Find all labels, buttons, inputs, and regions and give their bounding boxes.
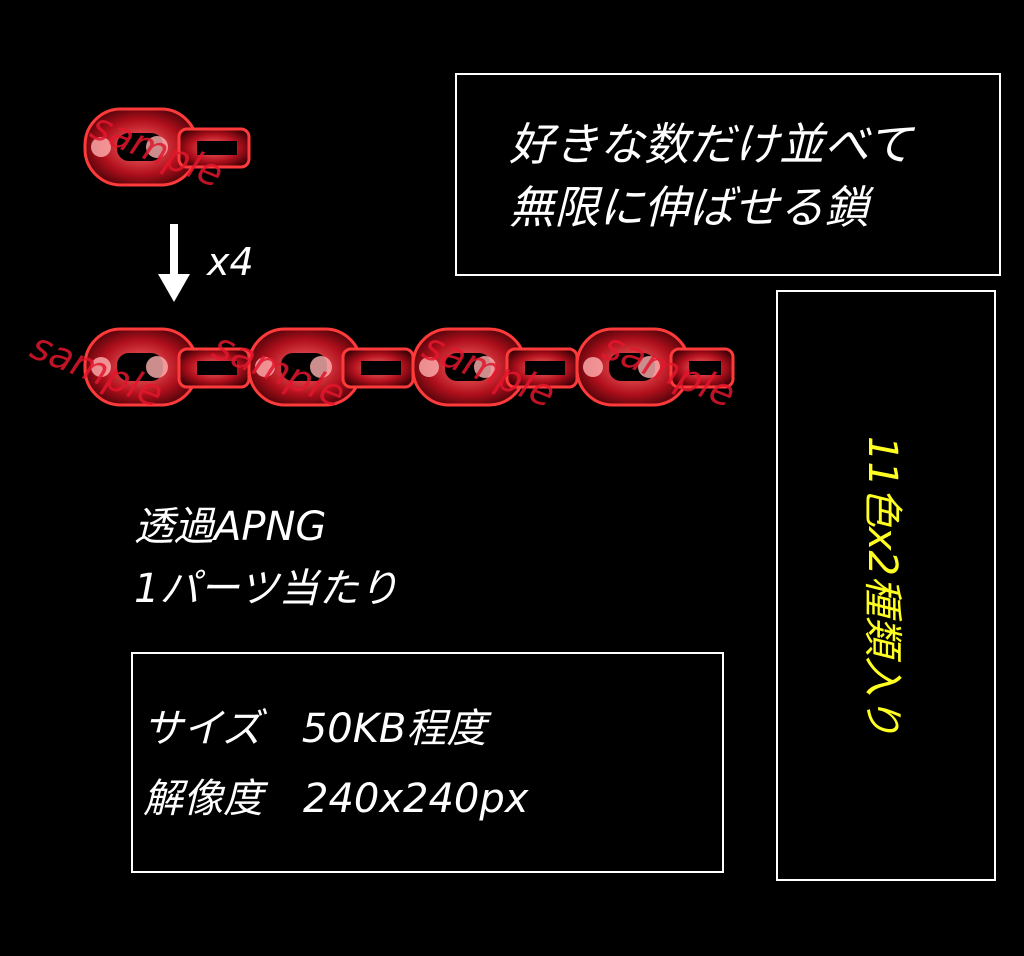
variants-text: 11色x2種類入り xyxy=(859,435,905,736)
chain-part-preview xyxy=(83,107,251,187)
format-info: 透過APNG 1パーツ当たり xyxy=(134,496,399,620)
spec-box: サイズ 50KB程度 解像度 240x240px xyxy=(131,652,724,873)
chain-link xyxy=(411,327,579,407)
multiplier-label: x4 xyxy=(207,240,254,284)
chain-link xyxy=(247,327,415,407)
down-arrow-icon xyxy=(158,224,190,302)
headline-line-2: 無限に伸ばせる鎖 xyxy=(509,181,870,234)
format-line-2: 1パーツ当たり xyxy=(134,566,399,612)
headline-box: 好きな数だけ並べて 無限に伸ばせる鎖 xyxy=(455,73,1001,276)
headline: 好きな数だけ並べて 無限に伸ばせる鎖 xyxy=(509,113,912,239)
resolution-spec: 解像度 240x240px xyxy=(143,776,529,822)
headline-line-1: 好きな数だけ並べて xyxy=(509,118,913,171)
chain-link xyxy=(83,327,251,407)
chain-repeated xyxy=(83,327,735,407)
variants-box: 11色x2種類入り xyxy=(776,290,996,881)
format-line-1: 透過APNG xyxy=(134,504,327,550)
chain-link xyxy=(575,327,735,407)
size-spec: サイズ 50KB程度 xyxy=(143,706,487,752)
